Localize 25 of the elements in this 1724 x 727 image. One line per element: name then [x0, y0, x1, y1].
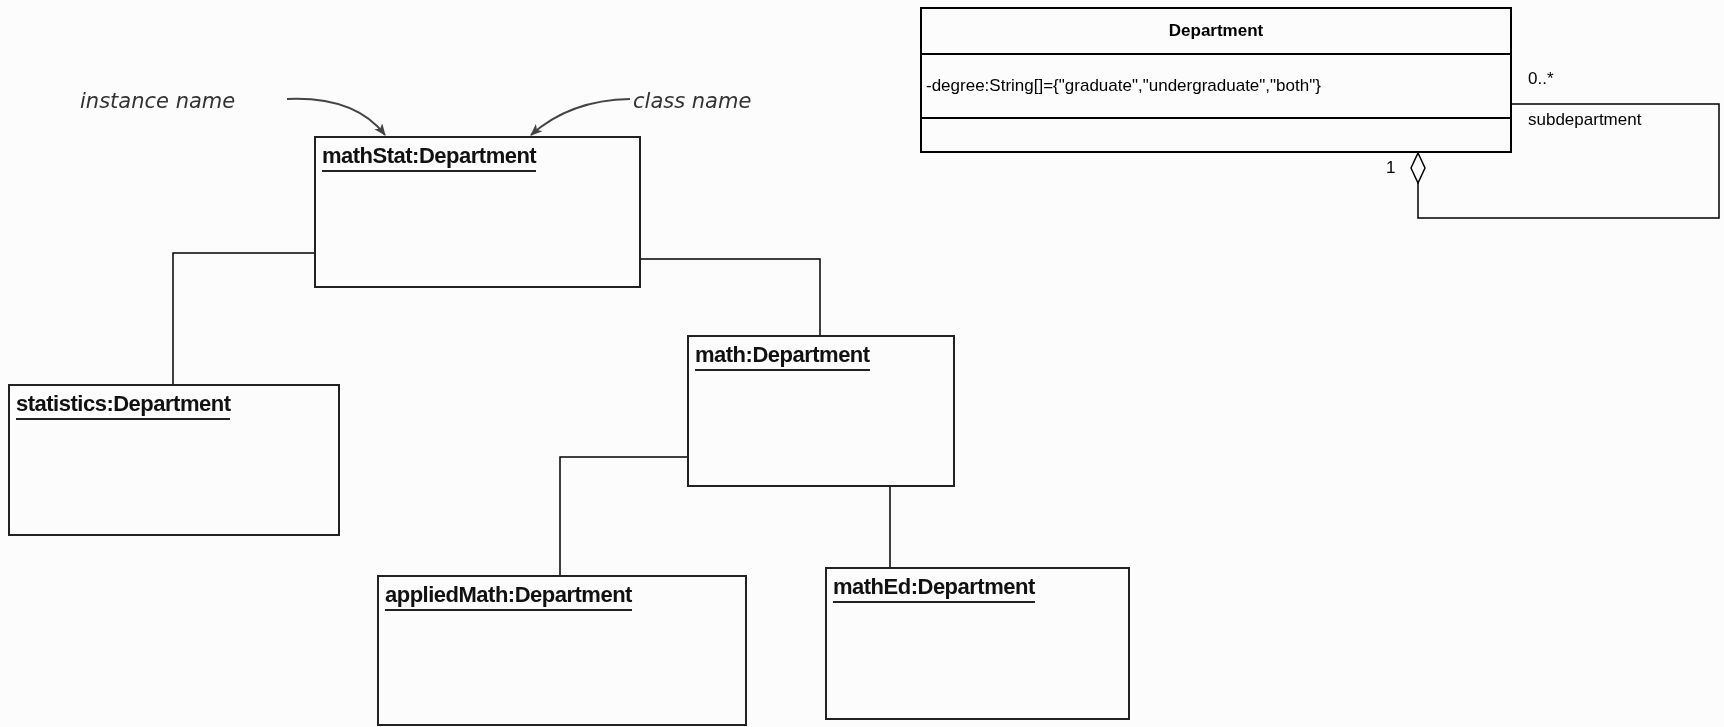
object-name: math:Department — [695, 341, 870, 371]
arrow — [530, 98, 631, 136]
aggregation-line — [1410, 103, 1720, 219]
link-line — [559, 456, 688, 576]
multiplicity-label: 1 — [1386, 157, 1396, 179]
annotation-text: class name — [633, 88, 752, 116]
link-line — [889, 486, 891, 568]
link-line — [172, 252, 315, 385]
object-box — [687, 335, 955, 487]
object-name: mathEd:Department — [833, 573, 1035, 603]
attribute-text: -degree:String[]={"graduate","undergraduate","both"} — [926, 75, 1321, 98]
multiplicity-label: subdepartment — [1528, 109, 1642, 131]
object-name: statistics:Department — [16, 390, 231, 420]
arrow — [286, 97, 386, 136]
object-box — [825, 567, 1130, 720]
class-name: Department — [1168, 20, 1264, 43]
object-box — [377, 575, 747, 726]
object-name: mathStat:Department — [322, 142, 537, 172]
class-box — [920, 7, 1512, 153]
object-name: appliedMath:Department — [385, 581, 632, 611]
multiplicity-label: 0..* — [1528, 68, 1554, 90]
link-line — [640, 258, 821, 336]
annotation-text: instance name — [80, 88, 236, 116]
object-box — [314, 136, 641, 288]
object-box — [8, 384, 340, 536]
